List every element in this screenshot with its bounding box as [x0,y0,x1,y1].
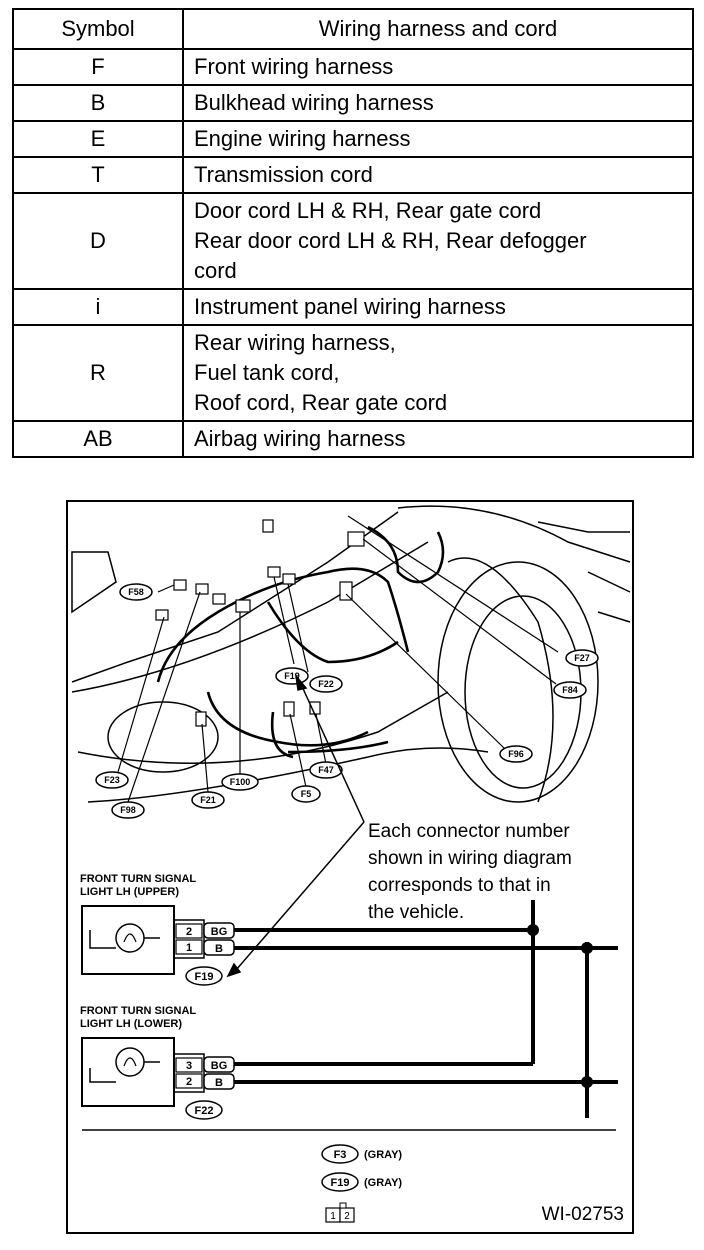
upper-pin-b: 1 [186,942,192,954]
connector-note: Each connector number shown in wiring di… [368,821,572,923]
lower-connector: F22 [195,1105,214,1117]
connector-id: F22 [318,679,334,689]
connector-id: F21 [200,795,216,805]
connector-id: F19 [284,671,300,681]
harness-cell: Bulkhead wiring harness [182,84,694,122]
harness-wires [156,525,445,759]
schematic-wires [234,900,618,1118]
table-row: B Bulkhead wiring harness [12,84,694,122]
connector-label: F100 [221,773,259,791]
harness-cell: Door cord LH & RH, Rear gate cord Rear d… [182,192,694,290]
connector-callouts [117,515,559,803]
lower-light-label-1: FRONT TURN SIGNAL [80,1005,196,1017]
symbol-cell: B [12,84,184,122]
harness-symbol-table: Symbol Wiring harness and cord F Front w… [12,8,694,458]
table-row: F Front wiring harness [12,48,694,86]
wiring-diagram-panel: F58 F27 F84 F19 F22 F96 F23 F100 F47 F98… [66,500,634,1234]
connector-label: F84 [553,681,587,699]
header-symbol: Symbol [12,8,184,50]
symbol-cell: E [12,120,184,158]
vehicle-illustration [71,505,631,803]
harness-cell: Instrument panel wiring harness [182,288,694,326]
lower-wire-a: BG [211,1060,228,1072]
bulb-icon [115,1047,145,1077]
symbol-cell: F [12,48,184,86]
lower-pin-a: 3 [186,1060,192,1072]
upper-pin-a: 2 [186,926,192,938]
table-row: E Engine wiring harness [12,120,694,158]
connector-label: F98 [111,801,145,819]
legend-connector: F19 [331,1177,350,1189]
symbol-cell: AB [12,420,184,458]
diagram-code: WI-02753 [541,1204,624,1225]
table-row: T Transmission cord [12,156,694,194]
turn-signal-lower: FRONT TURN SIGNAL LIGHT LH (LOWER) 3 2 B… [80,1005,235,1120]
note-pointers [226,673,365,978]
legend-color: (GRAY) [364,1177,402,1189]
connector-id: F47 [318,765,334,775]
connector-labels: F58 F27 F84 F19 F22 F96 F23 F100 F47 F98… [95,583,599,819]
connector-legend: F3 (GRAY) F19 (GRAY) 1 2 [321,1144,402,1223]
table-row: D Door cord LH & RH, Rear gate cord Rear… [12,192,694,290]
connector-label: F96 [499,745,533,763]
lower-wire-b: B [215,1077,223,1089]
pin-number: 2 [344,1211,350,1222]
connector-id: F58 [128,587,144,597]
lower-pin-b: 2 [186,1076,192,1088]
legend-color: (GRAY) [364,1149,402,1161]
harness-cell: Engine wiring harness [182,120,694,158]
upper-wire-b: B [215,943,223,955]
upper-light-label-1: FRONT TURN SIGNAL [80,873,196,885]
connector-id: F84 [562,685,578,695]
connector-label: F27 [565,649,599,667]
header-harness: Wiring harness and cord [182,8,694,50]
upper-connector: F19 [195,971,214,983]
turn-signal-upper: FRONT TURN SIGNAL LIGHT LH (UPPER) 2 1 B… [80,873,235,986]
pin-number: 1 [330,1211,336,1222]
connector-id: F96 [508,749,524,759]
table-row: R Rear wiring harness, Fuel tank cord, R… [12,324,694,422]
connector-label: F22 [309,675,343,693]
connector-id: F23 [104,775,120,785]
connector-label: F23 [95,771,129,789]
upper-wire-a: BG [211,926,228,938]
lower-light-label-2: LIGHT LH (LOWER) [80,1018,182,1030]
table-row: AB Airbag wiring harness [12,420,694,458]
symbol-cell: D [12,192,184,290]
connector-id: F5 [301,789,312,799]
legend-connector: F3 [334,1149,347,1161]
connector-id: F98 [120,805,136,815]
upper-light-label-2: LIGHT LH (UPPER) [80,886,179,898]
symbol-cell: T [12,156,184,194]
harness-cell: Rear wiring harness, Fuel tank cord, Roo… [182,324,694,422]
connector-label: F19 [275,667,309,685]
wire-junctions [527,924,593,1088]
harness-cell: Front wiring harness [182,48,694,86]
bulb-icon [115,923,145,953]
connector-label: F47 [309,761,343,779]
connector-id: F27 [574,653,590,663]
symbol-cell: i [12,288,184,326]
harness-cell: Transmission cord [182,156,694,194]
connector-label: F58 [119,583,153,601]
harness-cell: Airbag wiring harness [182,420,694,458]
connector-id: F100 [230,777,251,787]
symbol-cell: R [12,324,184,422]
connector-label: F21 [191,791,225,809]
wiring-diagram: F58 F27 F84 F19 F22 F96 F23 F100 F47 F98… [71,505,631,1223]
connector-label: F5 [291,785,321,803]
table-header-row: Symbol Wiring harness and cord [12,8,694,50]
table-row: i Instrument panel wiring harness [12,288,694,326]
